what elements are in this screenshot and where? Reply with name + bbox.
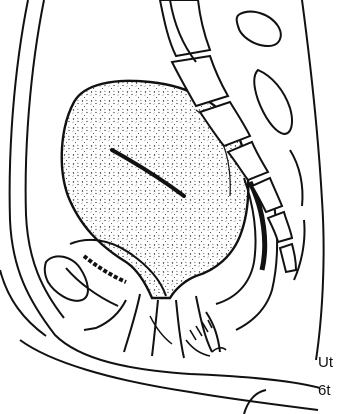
caption-line-2: 6t xyxy=(318,382,331,400)
pubic-bone xyxy=(45,256,88,300)
caption-line-1: Ut xyxy=(318,354,333,372)
vaginal-canal xyxy=(124,294,212,358)
